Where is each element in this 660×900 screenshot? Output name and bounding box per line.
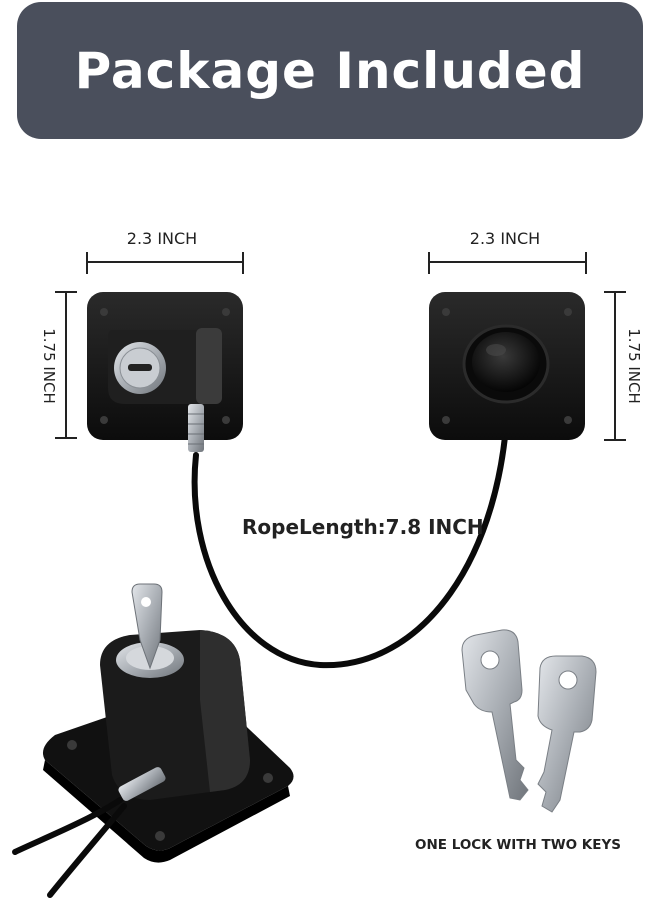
left-width-dimension: 2.3 INCH bbox=[86, 229, 244, 274]
lock-perspective-icon bbox=[12, 583, 294, 898]
left-height-label: 1.75 INCH bbox=[40, 328, 58, 404]
right-width-label: 2.3 INCH bbox=[470, 229, 540, 248]
right-width-dimension: 2.3 INCH bbox=[428, 229, 587, 274]
header-banner: Package Included bbox=[17, 2, 643, 139]
right-height-label: 1.75 INCH bbox=[625, 328, 643, 404]
banner-title: Package Included bbox=[74, 41, 586, 100]
left-width-label: 2.3 INCH bbox=[127, 229, 197, 248]
keys-caption: ONE LOCK WITH TWO KEYS bbox=[415, 837, 621, 853]
key-icon bbox=[461, 629, 597, 813]
steel-cable-icon bbox=[191, 387, 511, 669]
right-height-dimension: 1.75 INCH bbox=[604, 291, 643, 441]
keyed-lock-plate-icon bbox=[87, 292, 243, 452]
receiver-plate-icon bbox=[429, 292, 585, 440]
left-height-dimension: 1.75 INCH bbox=[40, 291, 77, 439]
rope-length-label: RopeLength:7.8 INCH bbox=[242, 515, 484, 539]
